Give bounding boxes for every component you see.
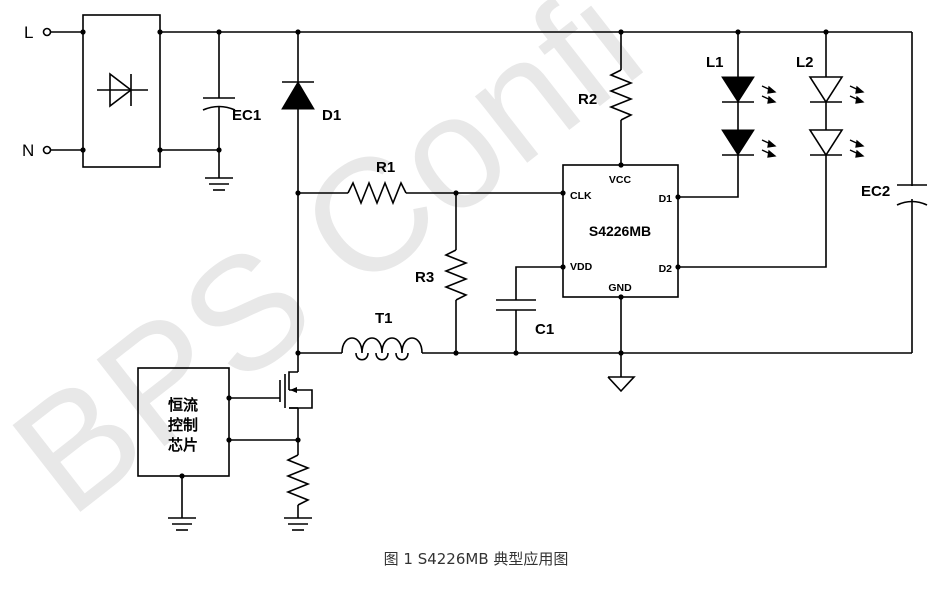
ic-name: S4226MB — [589, 223, 651, 239]
live-terminal: L — [24, 23, 83, 42]
neutral-terminal: N — [22, 141, 83, 160]
capacitor-ec1: EC1 — [202, 32, 261, 178]
led-string-l1: L1 — [678, 32, 777, 198]
pin-gnd: GND — [608, 282, 632, 294]
pin-d2: D2 — [659, 263, 673, 275]
c1-label: C1 — [535, 321, 554, 338]
mosfet — [229, 353, 313, 440]
ground-ic — [607, 353, 636, 393]
capacitor-c1: C1 — [496, 266, 563, 353]
resistor-r1: R1 — [298, 159, 563, 206]
controller-line1: 恒流 — [168, 396, 198, 414]
diode-d1: D1 — [281, 32, 341, 352]
controller-line2: 控制 — [168, 416, 198, 434]
ec2-label: EC2 — [861, 183, 890, 200]
sense-resistor — [284, 440, 312, 531]
r2-label: R2 — [578, 91, 597, 108]
r3-label: R3 — [415, 269, 434, 286]
l2-label: L2 — [796, 54, 814, 71]
ground-ec1 — [205, 177, 233, 191]
constant-current-controller: 恒流 控制 芯片 — [137, 367, 230, 477]
svg-text:L: L — [24, 23, 33, 42]
r1-label: R1 — [376, 159, 395, 176]
pin-d1: D1 — [659, 193, 673, 205]
svg-text:N: N — [22, 141, 34, 160]
figure-caption: 图 1 S4226MB 典型应用图 — [383, 550, 569, 568]
inductor-t1: T1 — [298, 310, 912, 361]
l1-label: L1 — [706, 54, 724, 71]
ground-controller — [168, 476, 196, 531]
controller-line3: 芯片 — [168, 436, 198, 454]
resistor-r3: R3 — [415, 193, 469, 353]
pin-clk: CLK — [570, 190, 592, 202]
ec1-label: EC1 — [232, 107, 261, 124]
capacitor-ec2: EC2 — [861, 183, 928, 206]
pin-vdd: VDD — [570, 261, 593, 273]
t1-label: T1 — [375, 310, 393, 327]
bridge-rectifier — [82, 14, 161, 168]
resistor-r2: R2 — [578, 32, 634, 165]
led-string-l2: L2 — [678, 32, 865, 268]
d1-label: D1 — [322, 107, 341, 124]
schematic-diagram: BPS Confi L N EC1 — [0, 0, 928, 545]
ic-s4226mb: S4226MB VCC CLK D1 VDD D2 GND — [562, 164, 679, 298]
pin-vcc: VCC — [609, 174, 632, 186]
